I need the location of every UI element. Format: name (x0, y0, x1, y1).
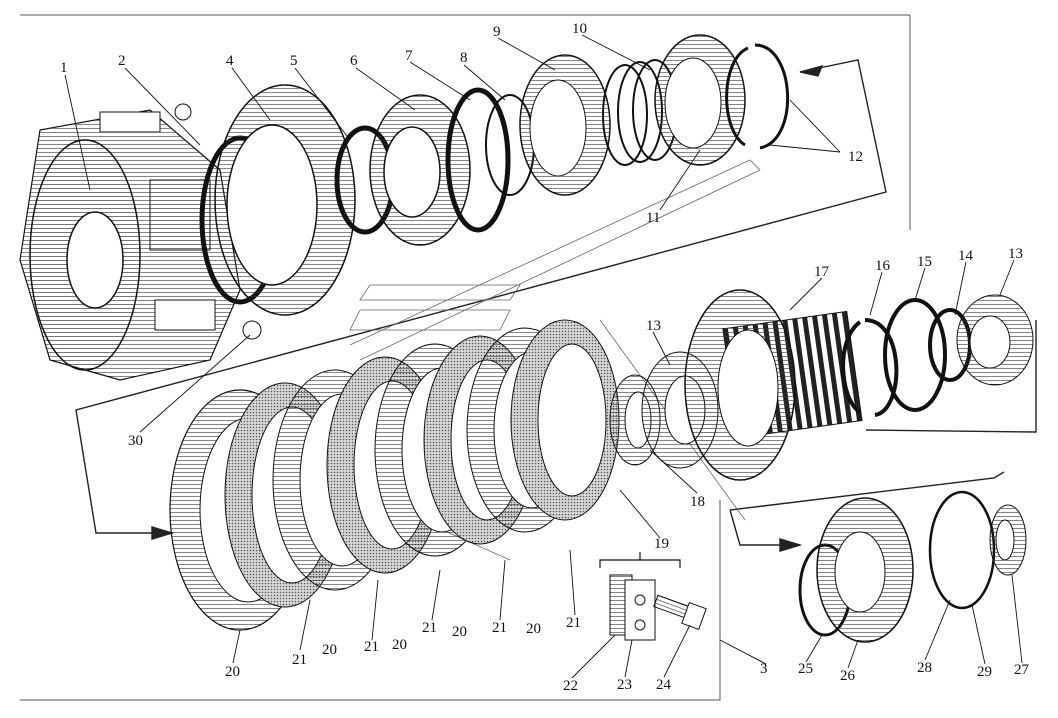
callout-21-a: 21 (292, 652, 307, 668)
part-7-seal-ring (445, 87, 511, 233)
callout-3: 3 (760, 661, 768, 677)
callout-10: 10 (572, 21, 587, 37)
callout-15: 15 (917, 254, 932, 270)
callout-27: 27 (1014, 662, 1030, 678)
part-16-circlip (841, 318, 899, 417)
callout-29: 29 (977, 664, 992, 680)
callout-18: 18 (690, 494, 705, 510)
upper-group-frame (20, 14, 911, 230)
part-6-hub (369, 94, 471, 246)
part-24-bolt (653, 594, 707, 631)
part-13-bearing-upper (956, 294, 1034, 386)
callout-12: 12 (848, 149, 863, 165)
friction-disc (510, 319, 620, 521)
callout-17: 17 (814, 264, 830, 280)
callout-6: 6 (350, 53, 358, 69)
clutch-pack (169, 319, 620, 631)
callout-labels: 1 2 3 4 5 6 7 8 9 10 11 12 13 13 14 15 1… (60, 21, 1030, 694)
part-23-plate (624, 579, 656, 641)
callout-2: 2 (118, 53, 126, 69)
callout-11: 11 (646, 210, 660, 226)
callout-21-b: 21 (364, 639, 379, 655)
callout-26: 26 (840, 668, 856, 684)
part-17-gear (684, 289, 863, 481)
callout-28: 28 (917, 660, 932, 676)
ball-small-upper (174, 103, 192, 121)
callout-9: 9 (493, 24, 501, 40)
leader-lines (64, 34, 1023, 679)
callout-20-b: 20 (322, 642, 337, 658)
bracket-22-24 (599, 552, 681, 568)
callout-20-d: 20 (452, 624, 467, 640)
part-27-nut (989, 504, 1027, 576)
callout-19: 19 (654, 536, 669, 552)
lower-arrow-frame (20, 320, 1037, 701)
callout-4: 4 (226, 53, 234, 69)
callout-5: 5 (290, 53, 298, 69)
callout-13-upper: 13 (1008, 246, 1023, 262)
callout-21-c: 21 (422, 620, 437, 636)
callout-21-d: 21 (492, 620, 507, 636)
middle-arrow-frame (75, 59, 887, 540)
part-12-circlip (725, 43, 789, 150)
part-11-retainer (654, 34, 746, 166)
part-30-ball (242, 320, 262, 340)
callout-16: 16 (875, 258, 891, 274)
part-1-drum-housing (19, 109, 241, 381)
callout-14: 14 (958, 248, 974, 264)
callout-13-lower: 13 (646, 318, 661, 334)
callout-20-e: 20 (526, 621, 541, 637)
part-4-piston (214, 84, 356, 316)
callout-1: 1 (60, 60, 68, 76)
callout-22: 22 (563, 678, 578, 694)
part-28-lock-washer (928, 490, 996, 610)
part-9-plate (519, 54, 611, 196)
callout-8: 8 (460, 50, 468, 66)
callout-30: 30 (128, 433, 143, 449)
callout-25: 25 (798, 661, 813, 677)
part-26-bearing (816, 497, 914, 643)
callout-7: 7 (405, 48, 413, 64)
callout-20-c: 20 (392, 637, 407, 653)
callout-21-e: 21 (566, 615, 581, 631)
callout-24: 24 (656, 677, 672, 693)
callout-23: 23 (617, 677, 632, 693)
callout-20-a: 20 (225, 664, 240, 680)
